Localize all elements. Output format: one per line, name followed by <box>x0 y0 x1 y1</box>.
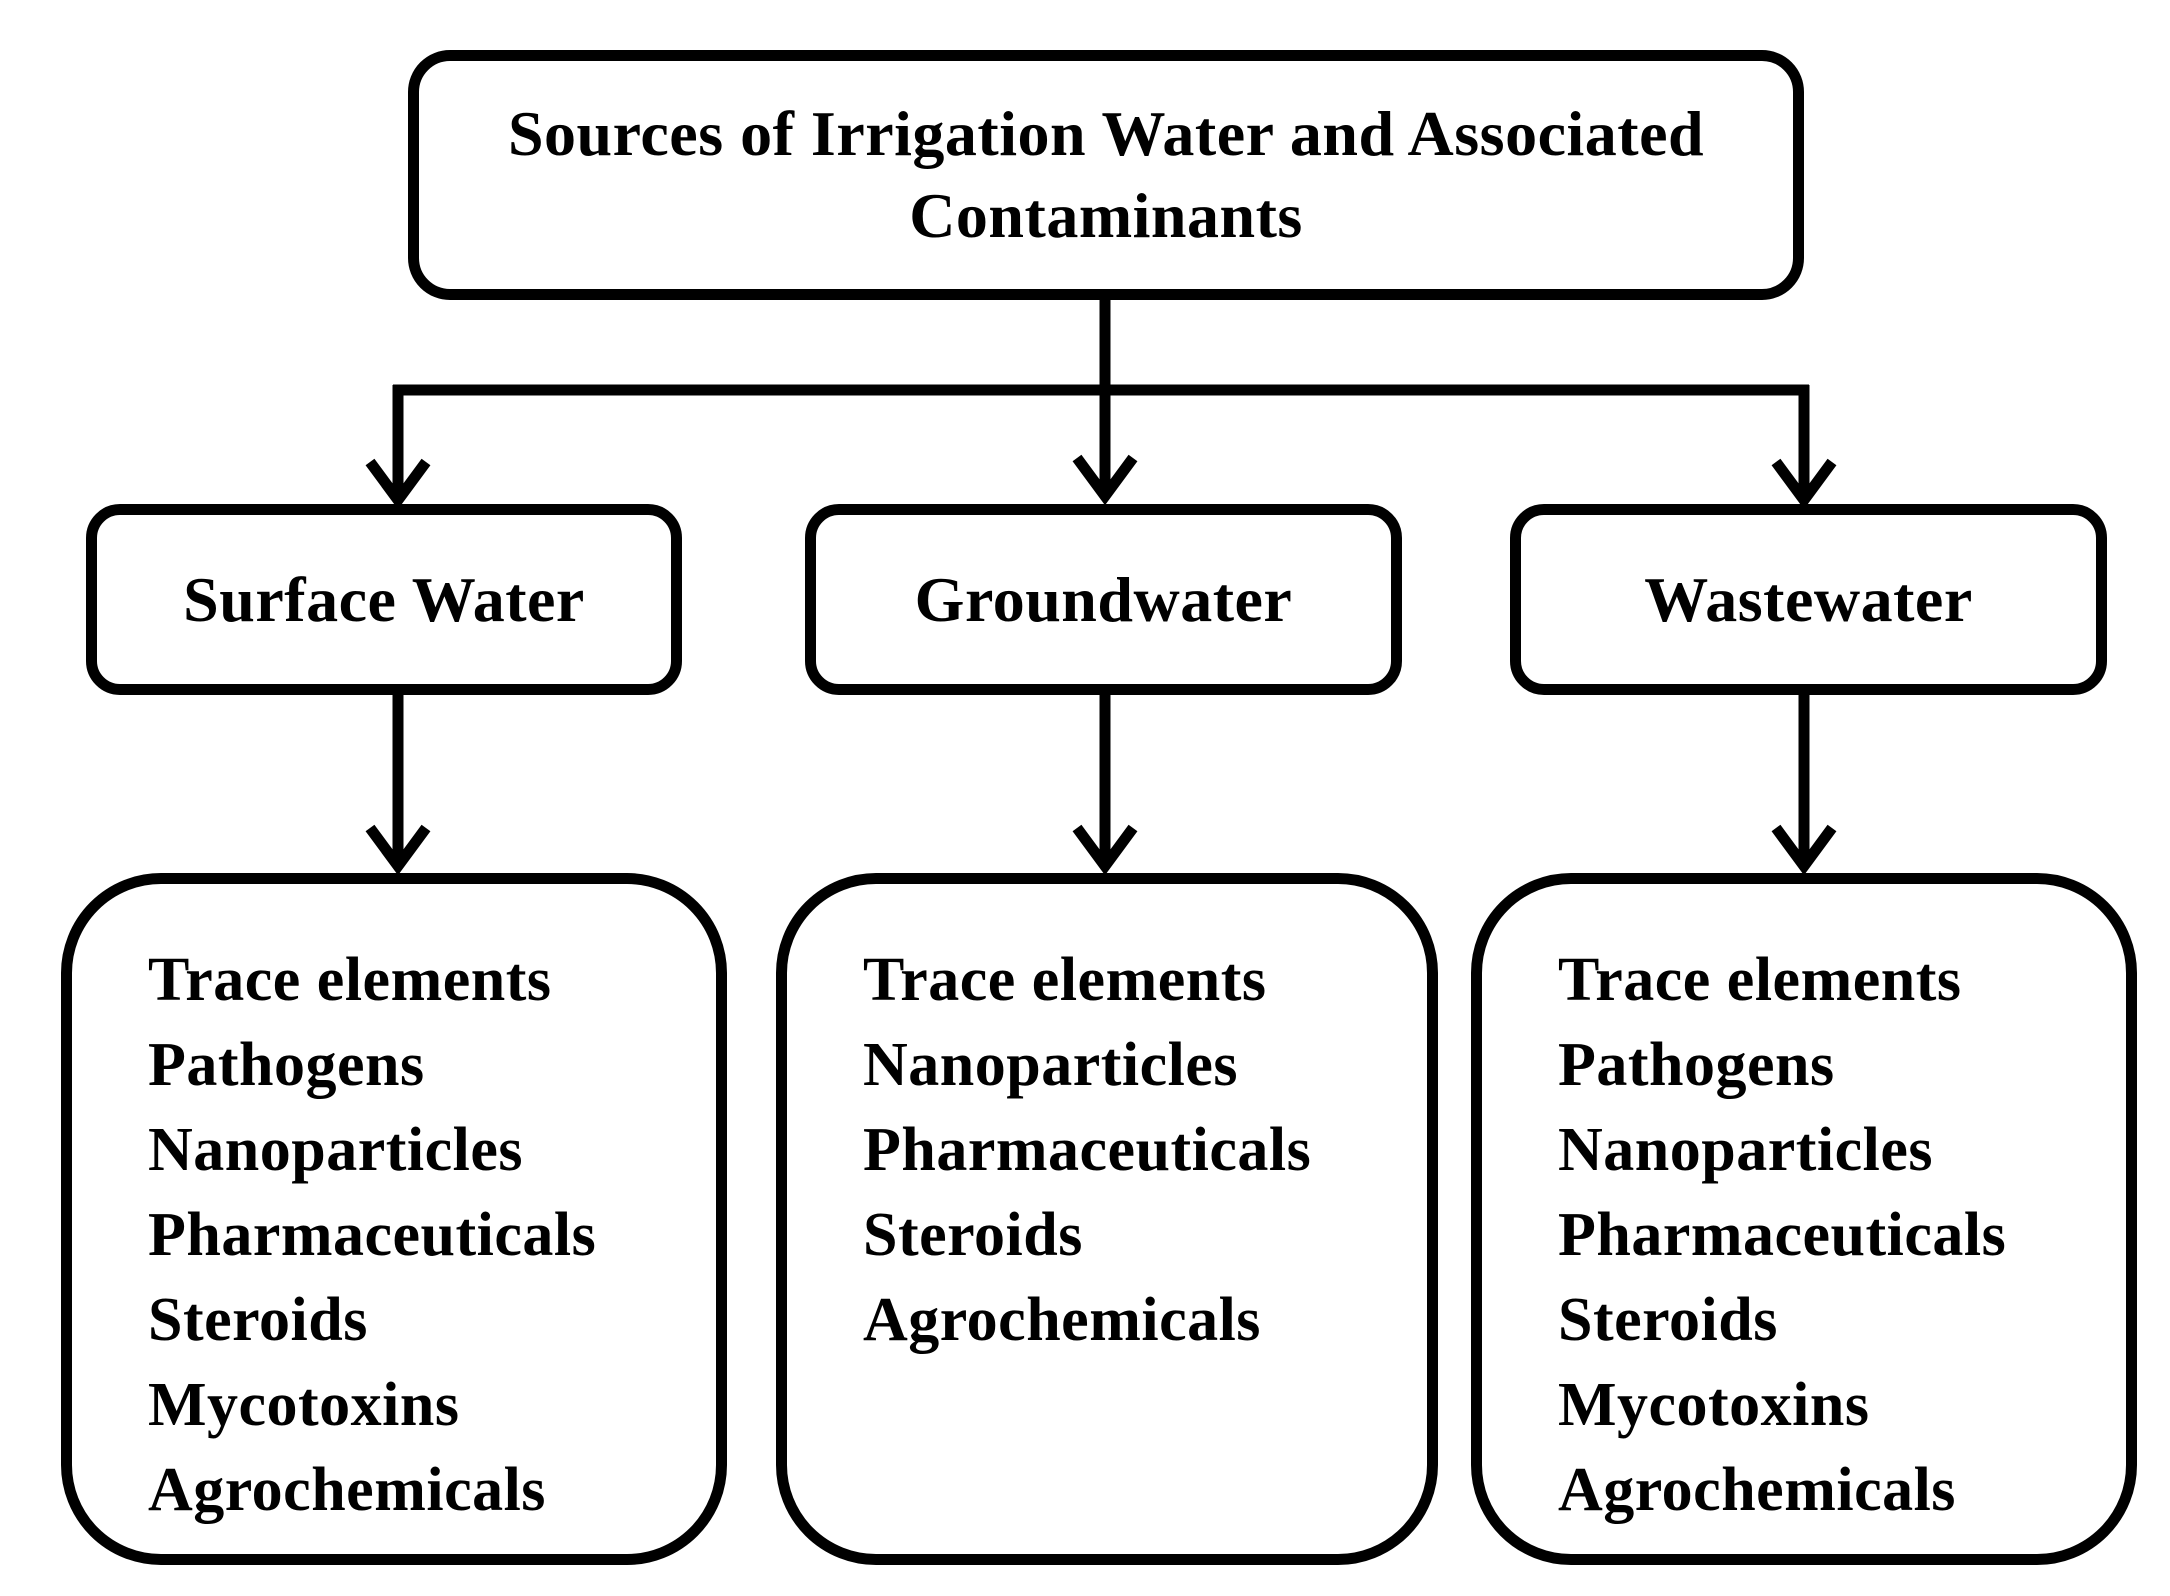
contaminant-list-surface-water: Trace elements Pathogens Nanoparticles P… <box>148 938 596 1533</box>
contaminant-item: Nanoparticles <box>863 1031 1239 1099</box>
contaminant-box-surface-water: Trace elements Pathogens Nanoparticles P… <box>61 873 727 1565</box>
arrow-head-to-surface-contaminants <box>365 824 431 876</box>
contaminant-item: Pathogens <box>1558 1031 1835 1099</box>
contaminant-item: Steroids <box>1558 1286 1778 1354</box>
contaminant-item: Pharmaceuticals <box>1558 1201 2007 1269</box>
contaminant-item: Mycotoxins <box>1558 1371 1870 1439</box>
contaminant-list-wastewater: Trace elements Pathogens Nanoparticles P… <box>1558 938 2006 1533</box>
source-label-groundwater: Groundwater <box>914 563 1293 635</box>
contaminant-box-groundwater: Trace elements Nanoparticles Pharmaceuti… <box>776 873 1438 1565</box>
contaminant-item: Pharmaceuticals <box>863 1116 1312 1184</box>
title-box: Sources of Irrigation Water and Associat… <box>408 50 1804 300</box>
arrow-head-to-wastewater-contaminants <box>1771 824 1837 876</box>
arrow-head-to-surface-water <box>365 458 431 510</box>
source-label-wastewater: Wastewater <box>1644 563 1973 635</box>
contaminant-list-groundwater: Trace elements Nanoparticles Pharmaceuti… <box>863 938 1311 1363</box>
contaminant-item: Pharmaceuticals <box>148 1201 597 1269</box>
arrow-head-to-wastewater <box>1771 458 1837 510</box>
contaminant-item: Agrochemicals <box>148 1456 546 1524</box>
contaminant-item: Nanoparticles <box>1558 1116 1934 1184</box>
arrow-head-to-groundwater-contaminants <box>1072 824 1138 876</box>
source-label-surface-water: Surface Water <box>183 563 585 635</box>
contaminant-item: Trace elements <box>1558 946 1962 1014</box>
source-box-wastewater: Wastewater <box>1510 504 2107 695</box>
contaminant-item: Mycotoxins <box>148 1371 460 1439</box>
diagram-title: Sources of Irrigation Water and Associat… <box>507 98 1705 251</box>
contaminant-item: Pathogens <box>148 1031 425 1099</box>
contaminant-item: Agrochemicals <box>863 1286 1261 1354</box>
contaminant-item: Nanoparticles <box>148 1116 524 1184</box>
contaminant-item: Agrochemicals <box>1558 1456 1956 1524</box>
contaminant-item: Trace elements <box>148 946 552 1014</box>
contaminant-item: Steroids <box>863 1201 1083 1269</box>
arrow-head-to-groundwater <box>1072 454 1138 506</box>
source-box-groundwater: Groundwater <box>805 504 1402 695</box>
contaminant-item: Trace elements <box>863 946 1267 1014</box>
contaminant-box-wastewater: Trace elements Pathogens Nanoparticles P… <box>1471 873 2137 1565</box>
source-box-surface-water: Surface Water <box>86 504 682 695</box>
contaminant-item: Steroids <box>148 1286 368 1354</box>
